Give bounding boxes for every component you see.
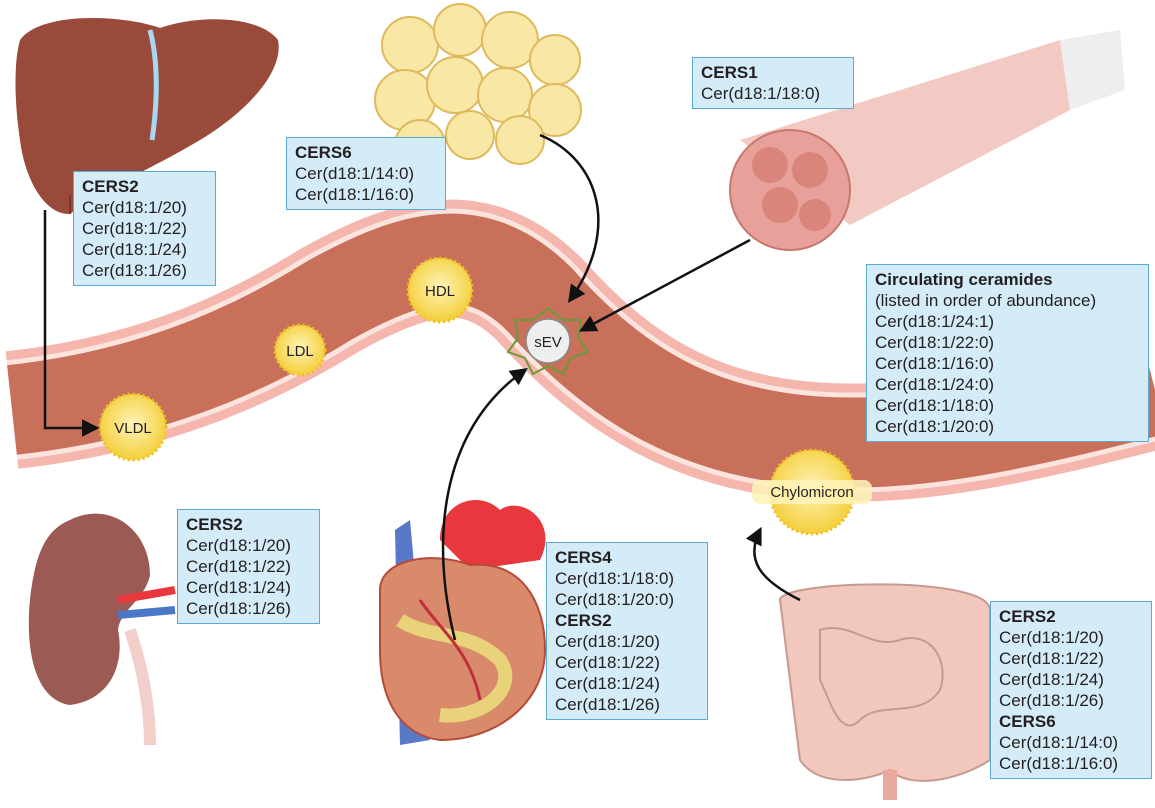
ceramide-species: Cer(d18:1/24:1)	[875, 311, 1140, 332]
ceramide-species: Cer(d18:1/26)	[555, 694, 699, 715]
sev-label: sEV	[534, 334, 562, 351]
box-heading: CERS2	[555, 610, 699, 631]
ceramide-species: Cer(d18:1/26)	[999, 690, 1143, 711]
ceramide-species: Cer(d18:1/24:0)	[875, 374, 1140, 395]
ldl-label: LDL	[286, 343, 314, 360]
ceramide-species: Cer(d18:1/20)	[999, 627, 1143, 648]
arrow-muscle-to-sev	[582, 240, 750, 330]
ceramide-species: Cer(d18:1/24)	[186, 577, 311, 598]
ceramide-species: Cer(d18:1/26)	[82, 260, 207, 281]
ceramide-species: Cer(d18:1/14:0)	[295, 163, 437, 184]
ceramide-species: Cer(d18:1/16:0)	[295, 184, 437, 205]
box-heading: CERS4	[555, 547, 699, 568]
ceramide-species: Cer(d18:1/14:0)	[999, 732, 1143, 753]
ldl-particle: LDL	[275, 325, 325, 375]
box-heading: CERS1	[701, 62, 845, 83]
ceramide-species: Cer(d18:1/22)	[999, 648, 1143, 669]
vldl-label: VLDL	[114, 420, 152, 437]
ceramide-species: Cer(d18:1/20)	[186, 535, 311, 556]
hdl-label: HDL	[425, 283, 455, 300]
box-heading: CERS2	[186, 514, 311, 535]
ceramide-species: Cer(d18:1/22)	[186, 556, 311, 577]
ceramide-species: Cer(d18:1/16:0)	[875, 353, 1140, 374]
ceramide-species: Cer(d18:1/24)	[555, 673, 699, 694]
kidney-icon	[29, 514, 175, 745]
box-heading: Circulating ceramides	[875, 269, 1140, 290]
ceramide-species: Cer(d18:1/24)	[82, 239, 207, 260]
ceramide-species: Cer(d18:1/20:0)	[555, 589, 699, 610]
ceramide-species: Cer(d18:1/20:0)	[875, 416, 1140, 437]
ceramide-species: Cer(d18:1/20)	[82, 197, 207, 218]
intestine-icon	[780, 584, 990, 800]
chylomicron-label: Chylomicron	[770, 484, 853, 501]
circulating-ceramides-box: Circulating ceramides(listed in order of…	[866, 264, 1149, 442]
arrow-intestine-to-chylomicron	[754, 530, 800, 600]
ceramide-species: Cer(d18:1/22:0)	[875, 332, 1140, 353]
hdl-particle: HDL	[408, 258, 472, 322]
box-heading: CERS2	[82, 176, 207, 197]
ceramide-species: Cer(d18:1/18:0)	[555, 568, 699, 589]
ceramide-species: Cer(d18:1/26)	[186, 598, 311, 619]
ceramide-species: (listed in order of abundance)	[875, 290, 1140, 311]
ceramide-species: Cer(d18:1/18:0)	[875, 395, 1140, 416]
box-heading: CERS2	[999, 606, 1143, 627]
ceramide-species: Cer(d18:1/22)	[555, 652, 699, 673]
box-heading: CERS6	[999, 711, 1143, 732]
box-heading: CERS6	[295, 142, 437, 163]
ceramide-species: Cer(d18:1/16:0)	[999, 753, 1143, 774]
ceramide-species: Cer(d18:1/18:0)	[701, 83, 845, 104]
vldl-particle: VLDL	[100, 394, 166, 460]
ceramide-species: Cer(d18:1/22)	[82, 218, 207, 239]
ceramide-species: Cer(d18:1/20)	[555, 631, 699, 652]
heart-icon	[380, 500, 545, 745]
ceramide-species: Cer(d18:1/24)	[999, 669, 1143, 690]
